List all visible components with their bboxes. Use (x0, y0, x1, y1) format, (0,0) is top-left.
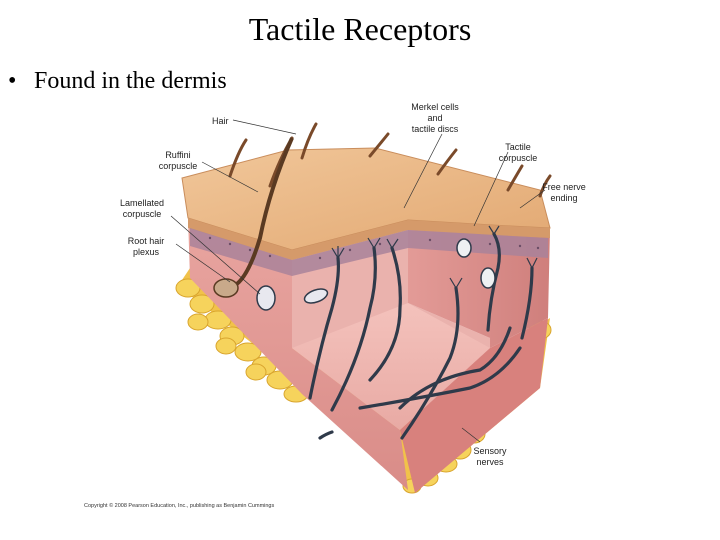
label-merkel-1: Merkel cells (411, 102, 459, 112)
label-sensory-nerves-1: Sensory (473, 446, 507, 456)
label-lamellated-2: corpuscle (123, 209, 162, 219)
nerve-branches (331, 225, 538, 289)
label-root-hair-1: Root hair (128, 236, 165, 246)
hair-root (232, 137, 294, 288)
ruffini-corpuscle-shape (303, 288, 329, 304)
label-ruffini-2: corpuscle (159, 161, 198, 171)
hair-follicle-bulb (213, 278, 239, 298)
label-free-nerve-2: ending (550, 193, 577, 203)
skin-block-illustration: Hair Merkel cells and tactile discs Tact… (120, 102, 586, 494)
lamellated-corpuscle-shape (256, 285, 276, 311)
label-free-nerve-1: Free nerve (542, 182, 586, 192)
label-tactile-corpuscle-1: Tactile (505, 142, 531, 152)
label-sensory-nerves-2: nerves (476, 457, 504, 467)
leader-lines (170, 119, 546, 443)
label-hair: Hair (212, 116, 229, 126)
skin-diagram: Hair Merkel cells and tactile discs Tact… (70, 98, 630, 518)
bullet-marker: • (8, 68, 17, 94)
label-merkel-2: and (427, 113, 442, 123)
cutaway-floor (292, 303, 490, 430)
dermis-front-face (188, 218, 408, 490)
copyright-notice: Copyright © 2008 Pearson Education, Inc.… (84, 503, 275, 509)
bullet-text: Found in the dermis (34, 68, 227, 94)
label-merkel-3: tactile discs (412, 124, 459, 134)
tactile-corpuscle-2-shape (480, 267, 496, 289)
basal-layer (190, 228, 548, 276)
label-ruffini-1: Ruffini (165, 150, 190, 160)
label-lamellated-1: Lamellated (120, 198, 164, 208)
sensory-nerve-fibers (308, 232, 534, 440)
label-root-hair-2: plexus (133, 247, 160, 257)
basal-dots (208, 236, 540, 260)
label-tactile-corpuscle-2: corpuscle (499, 153, 538, 163)
tactile-corpuscle-shape (456, 238, 472, 258)
bullet-item: • Found in the dermis (8, 66, 227, 96)
slide-title: Tactile Receptors (248, 11, 472, 47)
